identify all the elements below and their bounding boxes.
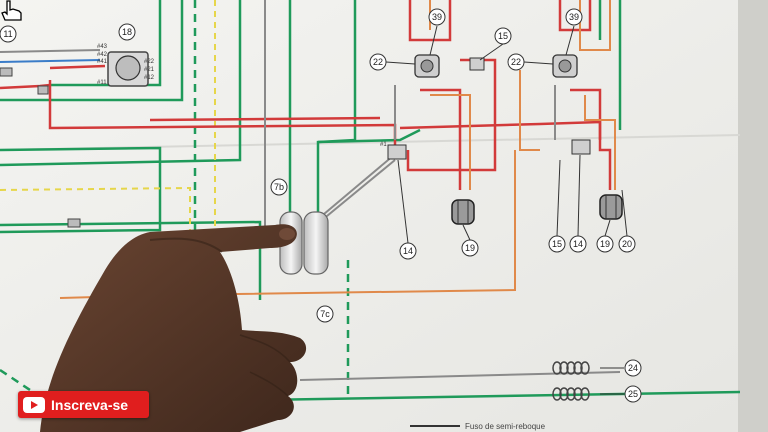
background-right: [738, 0, 768, 432]
pin-label-11: #11: [97, 80, 107, 86]
svg-text:7c: 7c: [320, 309, 330, 319]
svg-text:15: 15: [552, 239, 562, 249]
svg-text:14: 14: [573, 239, 583, 249]
blue-line: [0, 59, 101, 63]
fitting-lower-left: [67, 218, 81, 228]
callout-15-top: 15: [494, 27, 512, 45]
pin-label-43: #43: [97, 44, 108, 50]
valve-18: [107, 51, 149, 87]
callout-leaders: [385, 25, 628, 244]
pin-label-12: #12: [144, 75, 155, 81]
callout-14-left: 14: [399, 242, 417, 260]
callout-19-left: 19: [461, 239, 479, 257]
valve-39-left: [414, 54, 440, 78]
callout-20: 20: [618, 235, 636, 253]
fitting-11: [0, 67, 13, 77]
callout-39-left: 39: [428, 8, 446, 26]
svg-text:18: 18: [122, 27, 132, 37]
valve-14-left: [387, 144, 407, 160]
callout-14-right: 14: [569, 235, 587, 253]
callout-7c: 7c: [316, 305, 334, 323]
callout-39-right: 39: [565, 8, 583, 26]
svg-text:15: 15: [498, 31, 508, 41]
svg-text:24: 24: [628, 363, 638, 373]
callout-19-right: 19: [596, 235, 614, 253]
callout-18: 18: [118, 23, 136, 41]
svg-text:25: 25: [628, 389, 638, 399]
brake-chamber-19-right: [599, 194, 623, 220]
pin-label-42: #42: [97, 52, 108, 58]
callout-24: 24: [624, 359, 642, 377]
coil-hose-24: [552, 361, 590, 375]
pin-label-1: #1: [380, 142, 387, 148]
pointing-hand: [40, 224, 307, 432]
fitting-mid-left: [37, 85, 49, 95]
svg-text:14: 14: [403, 246, 413, 256]
valve-39-right: [552, 54, 578, 78]
callout-22-right: 22: [507, 53, 525, 71]
callout-15-bottom: 15: [548, 235, 566, 253]
callout-11: 11: [0, 25, 17, 43]
pin-label-41: #41: [97, 59, 108, 65]
pin-label-22: #22: [144, 59, 155, 65]
svg-text:39: 39: [432, 12, 442, 22]
callout-7b: 7b: [270, 178, 288, 196]
svg-text:19: 19: [465, 243, 475, 253]
svg-text:20: 20: [622, 239, 632, 249]
yellow-dashed-line: [0, 186, 191, 245]
svg-text:22: 22: [373, 57, 383, 67]
svg-text:7b: 7b: [274, 182, 284, 192]
hand-pointer-icon: [1, 0, 22, 21]
subscribe-label: Inscreva-se: [51, 396, 129, 413]
subscribe-button[interactable]: Inscreva-se: [18, 391, 149, 418]
callout-22-left: 22: [369, 53, 387, 71]
svg-text:19: 19: [600, 239, 610, 249]
coil-hose-25: [552, 387, 590, 401]
svg-text:11: 11: [3, 29, 12, 39]
valve-15-top: [469, 57, 485, 71]
youtube-play-icon: [23, 396, 45, 413]
svg-text:22: 22: [511, 57, 521, 67]
svg-text:39: 39: [569, 12, 579, 22]
green-lines: [0, 0, 741, 402]
brake-chamber-19-left: [451, 199, 475, 225]
valve-14-right: [571, 139, 591, 155]
pin-label-21: #21: [144, 67, 155, 73]
callout-25: 25: [624, 385, 642, 403]
caption-text: Fuso de semi-reboque: [465, 422, 546, 431]
